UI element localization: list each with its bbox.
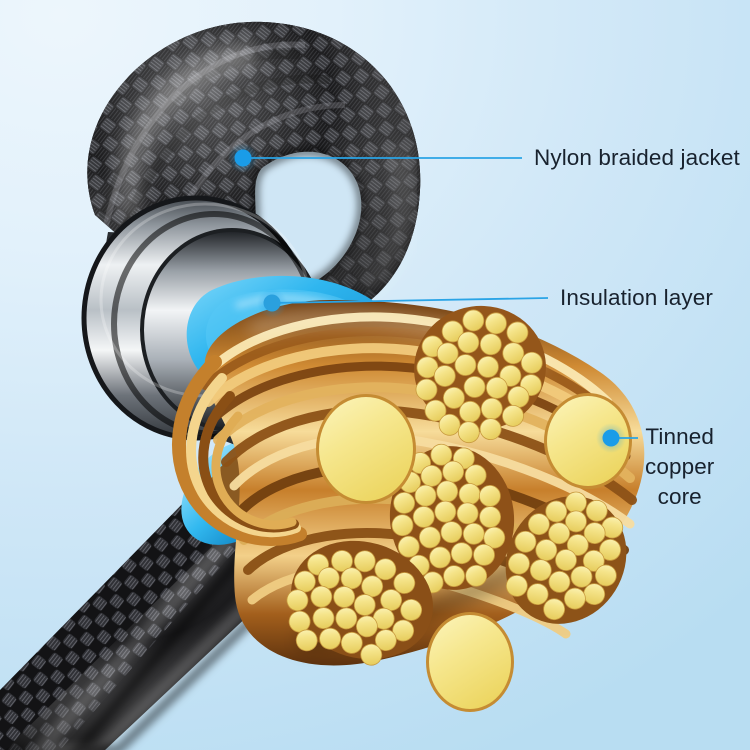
callout-leader-nylon — [228, 143, 522, 173]
callout-leader-core — [596, 423, 638, 453]
wire-cut-face-bottom-left — [286, 540, 434, 666]
callout-label-tinned-copper-core: Tinned copper core — [645, 424, 715, 509]
callout-label-insulation-layer: Insulation layer — [560, 285, 713, 310]
wire-cut-face-middle — [389, 443, 515, 594]
large-wire-face-bottom — [426, 612, 514, 712]
wire-cut-face-right — [505, 491, 627, 624]
large-wire-face-left — [316, 394, 416, 504]
large-wire-face-right — [544, 393, 632, 489]
callout-label-nylon-braided-jacket: Nylon braided jacket — [534, 145, 740, 170]
callout-leader-insulation — [257, 288, 549, 318]
wire-cut-face-top — [414, 305, 546, 444]
